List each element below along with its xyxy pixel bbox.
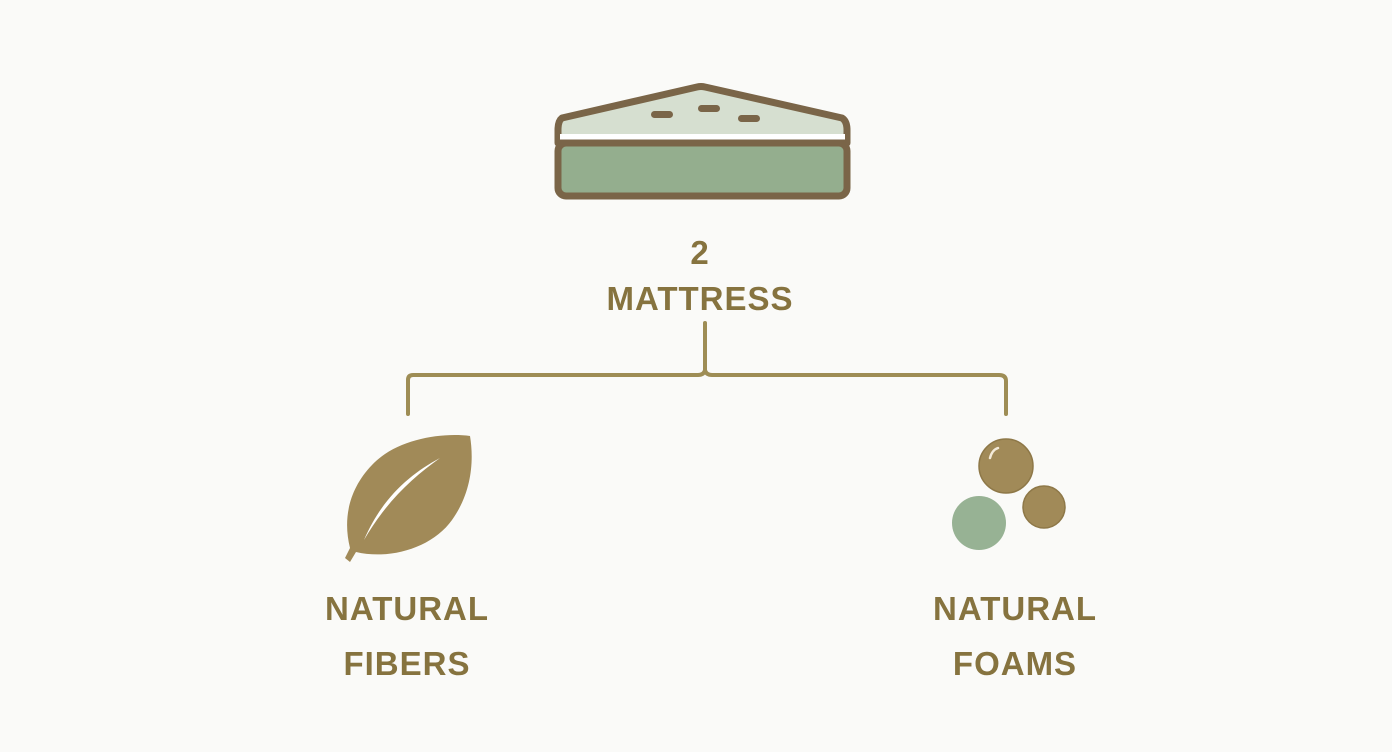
child-node-natural-fibers: NATURAL FIBERS	[277, 592, 537, 702]
child-label-line1: NATURAL	[324, 590, 490, 627]
child-node-natural-foams: NATURAL FOAMS	[885, 592, 1145, 702]
bubbles-icon	[952, 438, 1066, 550]
root-node-label: 2 MATTRESS	[560, 236, 840, 328]
tree-connector	[406, 321, 1008, 416]
child-label-line2: FOAMS	[952, 645, 1078, 682]
child-label-line2: FIBERS	[343, 645, 471, 682]
child-label-line1: NATURAL	[932, 590, 1098, 627]
leaf-icon	[345, 435, 472, 562]
root-number: 2	[690, 234, 710, 271]
mattress-icon	[554, 83, 851, 200]
root-title: MATTRESS	[606, 280, 794, 317]
